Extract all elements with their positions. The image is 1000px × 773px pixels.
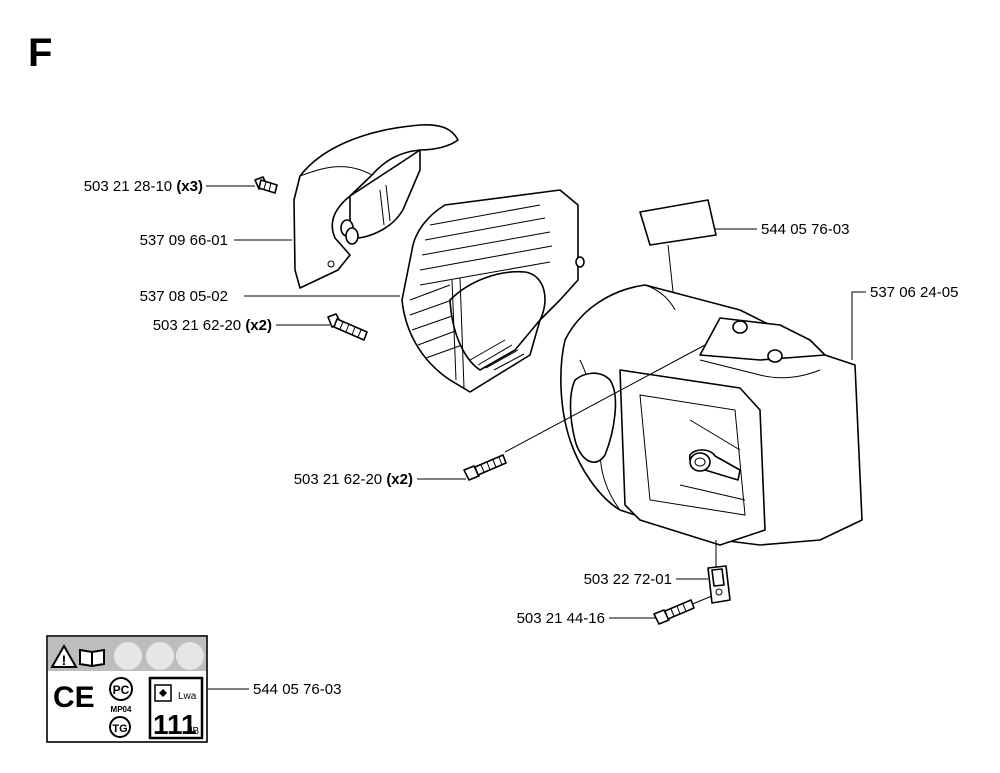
screw-middle-part xyxy=(327,313,368,341)
callout-part-number: 503 21 44-16 xyxy=(517,610,605,627)
callout-part-number: 537 06 24-05 xyxy=(870,284,958,301)
mark-code: MP04 xyxy=(111,705,132,714)
sound-db: dB xyxy=(187,726,200,737)
callout-clip[interactable]: 503 22 72-01 xyxy=(584,571,708,588)
callout-decal-top[interactable]: 544 05 76-03 xyxy=(712,221,849,238)
gost-pct-icon: PC MP04 xyxy=(109,677,133,714)
callout-part-number: 503 22 72-01 xyxy=(584,571,672,588)
gost-tg-icon: TG xyxy=(109,716,131,738)
callout-qty: (x2) xyxy=(245,317,272,334)
callout-screw-top[interactable]: 503 21 28-10 (x3) xyxy=(84,178,255,195)
svg-text:CE: CE xyxy=(53,681,95,714)
callout-part-number: 544 05 76-03 xyxy=(761,221,849,238)
callout-qty: (x3) xyxy=(176,178,203,195)
callout-screw-bottom[interactable]: 503 21 44-16 xyxy=(517,610,656,627)
callout-part-number: 537 09 66-01 xyxy=(140,232,228,249)
callout-label-panel[interactable]: 544 05 76-03 xyxy=(208,681,341,698)
callout-part-number: 537 08 05-02 xyxy=(140,288,228,305)
top-cover-part xyxy=(293,124,459,289)
clip-part xyxy=(707,540,731,604)
manual-book-icon xyxy=(79,648,105,668)
sound-unit: Lwa xyxy=(178,691,197,702)
callout-top-cover[interactable]: 537 09 66-01 xyxy=(140,232,292,249)
section-letter: F xyxy=(28,31,52,75)
screw-bottom-part xyxy=(653,595,713,625)
warning-icon: ! xyxy=(50,643,78,668)
callout-qty: (x2) xyxy=(386,471,413,488)
svg-text:503 21 28-10 (x3): 503 21 28-10 (x3) xyxy=(84,178,203,195)
callout-screw-lower[interactable]: 503 21 62-20 (x2) xyxy=(294,471,466,488)
housing-part xyxy=(560,284,863,546)
callout-part-number: 503 21 28-10 xyxy=(84,178,172,195)
svg-text:TG: TG xyxy=(112,723,127,735)
svg-text:!: ! xyxy=(62,652,67,668)
callout-part-number: 544 05 76-03 xyxy=(253,681,341,698)
sound-value: 111 xyxy=(153,709,197,740)
svg-text:PC: PC xyxy=(113,683,130,697)
label-panel: ! CE PC MP04 TG Lwa 111 dB xyxy=(46,635,208,743)
svg-text:503 21 62-20 (x2): 503 21 62-20 (x2) xyxy=(294,471,413,488)
screw-top-part xyxy=(254,176,278,194)
callout-part-number: 503 21 62-20 xyxy=(294,471,382,488)
ce-mark-icon: CE xyxy=(53,681,95,714)
callout-part-number: 503 21 62-20 xyxy=(153,317,241,334)
cylinder-cover-part xyxy=(401,189,585,393)
svg-text:503 21 62-20 (x2): 503 21 62-20 (x2) xyxy=(153,317,272,334)
sound-power-icon: Lwa 111 dB xyxy=(148,676,204,740)
screw-lower-part xyxy=(463,344,706,481)
callout-housing[interactable]: 537 06 24-05 xyxy=(851,284,958,360)
callout-screw-middle[interactable]: 503 21 62-20 (x2) xyxy=(153,317,330,334)
callout-cylinder-cover[interactable]: 537 08 05-02 xyxy=(140,288,400,305)
